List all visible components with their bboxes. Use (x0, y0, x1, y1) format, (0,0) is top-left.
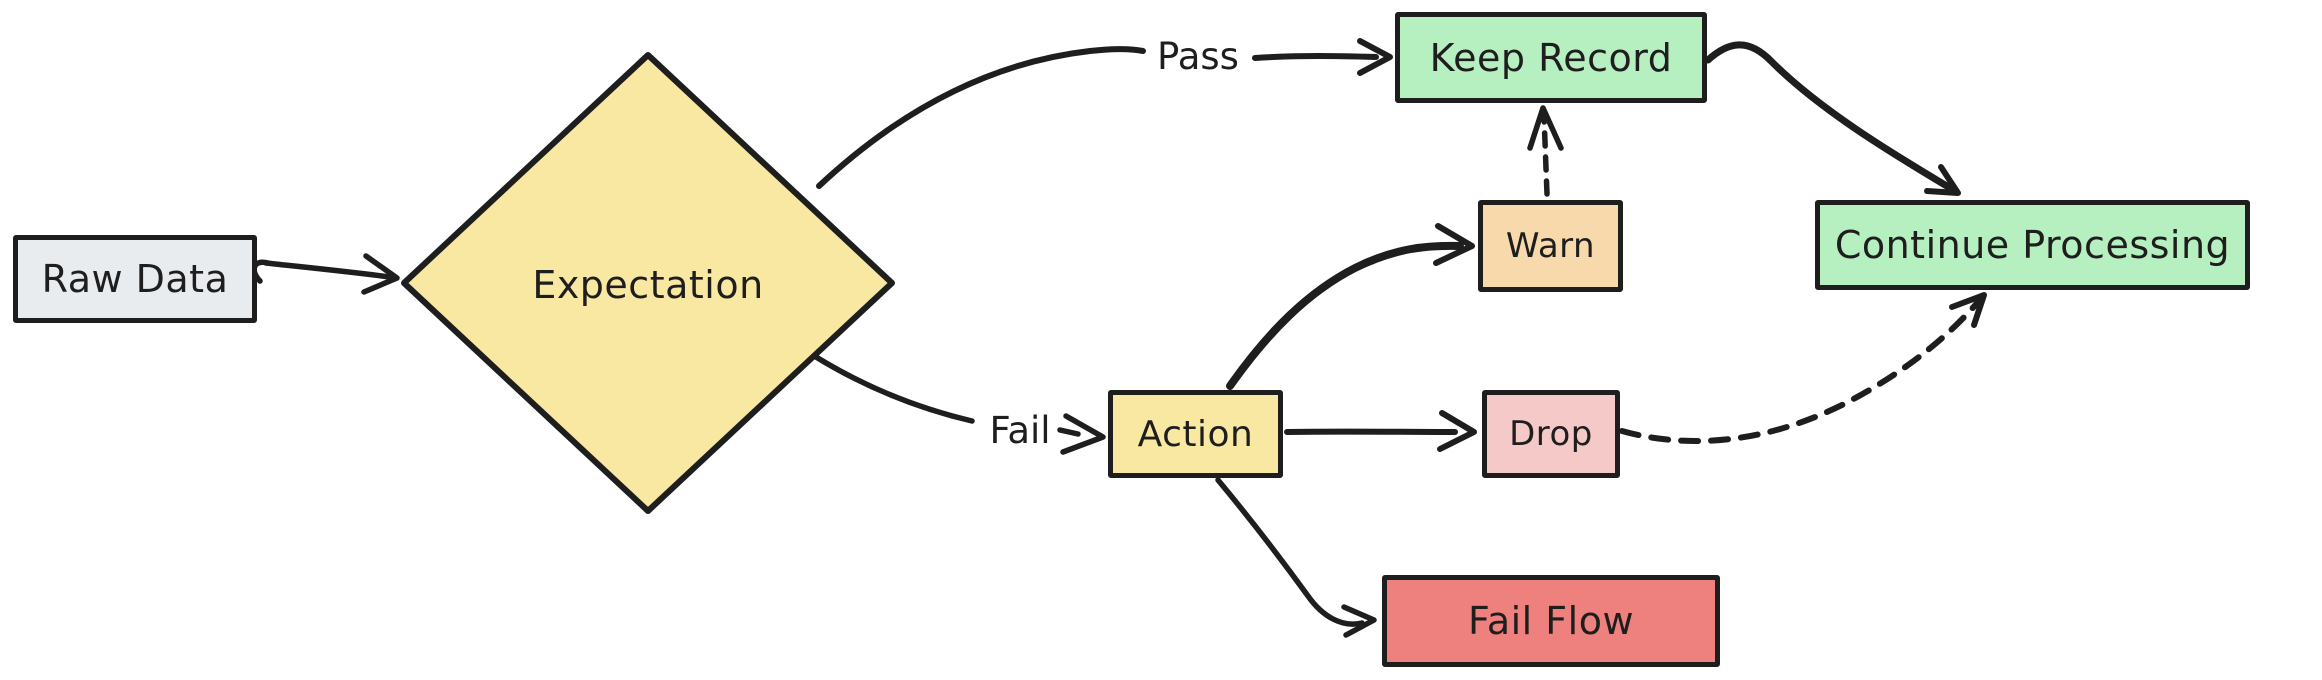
node-keep-record-label: Keep Record (1429, 35, 1673, 80)
edge-expectation-to-action[interactable] (813, 354, 1106, 455)
arrowhead (1949, 292, 1987, 328)
edge-shaft (1252, 53, 1379, 61)
arrowhead (1433, 223, 1475, 266)
node-action-label: Action (1137, 413, 1254, 455)
edge-label-fail[interactable]: Fail (983, 408, 1057, 452)
edge-shaft (1215, 477, 1365, 627)
node-continue-processing[interactable]: Continue Processing (1815, 200, 2250, 290)
edge-shaft (1541, 113, 1550, 197)
node-expectation-diamond[interactable] (401, 52, 895, 514)
arrowhead (1437, 410, 1477, 452)
edge-drop-to-continue-processing[interactable] (1619, 292, 1987, 444)
arrowhead (361, 253, 400, 295)
edge-shaft (263, 260, 393, 280)
arrowhead (1060, 413, 1106, 455)
arrowhead (1527, 105, 1564, 151)
edge-keep-record-to-continue-processing[interactable] (1704, 41, 1961, 196)
node-keep-record[interactable]: Keep Record (1395, 12, 1707, 103)
edge-expectation-to-keep-record[interactable] (816, 38, 1393, 189)
arrowhead (1924, 164, 1961, 196)
arrowhead (1357, 38, 1393, 76)
node-raw-data[interactable]: Raw Data (13, 235, 257, 323)
node-drop-label: Drop (1509, 414, 1593, 454)
node-action[interactable]: Action (1108, 390, 1283, 478)
node-expectation-text: Expectation (532, 263, 764, 307)
edge-warn-to-keep-record[interactable] (1527, 105, 1564, 197)
node-expectation-label: Expectation (468, 255, 828, 315)
arrowhead (1341, 604, 1377, 638)
node-fail-flow-label: Fail Flow (1467, 599, 1635, 643)
node-fail-flow[interactable]: Fail Flow (1382, 575, 1720, 667)
edge-action-to-drop[interactable] (1284, 410, 1477, 452)
edge-action-to-fail-flow[interactable] (1215, 477, 1377, 638)
node-warn-label: Warn (1505, 226, 1596, 266)
edge-shaft (816, 46, 1146, 189)
edge-shaft (1057, 427, 1081, 437)
edge-shaft (1619, 299, 1981, 444)
node-drop[interactable]: Drop (1482, 390, 1620, 478)
edge-action-to-warn[interactable] (1226, 223, 1475, 390)
edge-shaft (813, 354, 975, 424)
node-continue-processing-label: Continue Processing (1834, 223, 2231, 267)
node-raw-data-label: Raw Data (41, 257, 229, 301)
edge-shaft (1704, 41, 1954, 192)
edge-label-fail-text: Fail (989, 408, 1051, 452)
edge-raw-data-to-expectation[interactable] (251, 253, 400, 295)
node-warn[interactable]: Warn (1478, 200, 1623, 292)
edge-label-pass[interactable]: Pass (1148, 34, 1248, 78)
edge-label-pass-text: Pass (1157, 34, 1239, 78)
edge-shaft (1226, 241, 1464, 390)
